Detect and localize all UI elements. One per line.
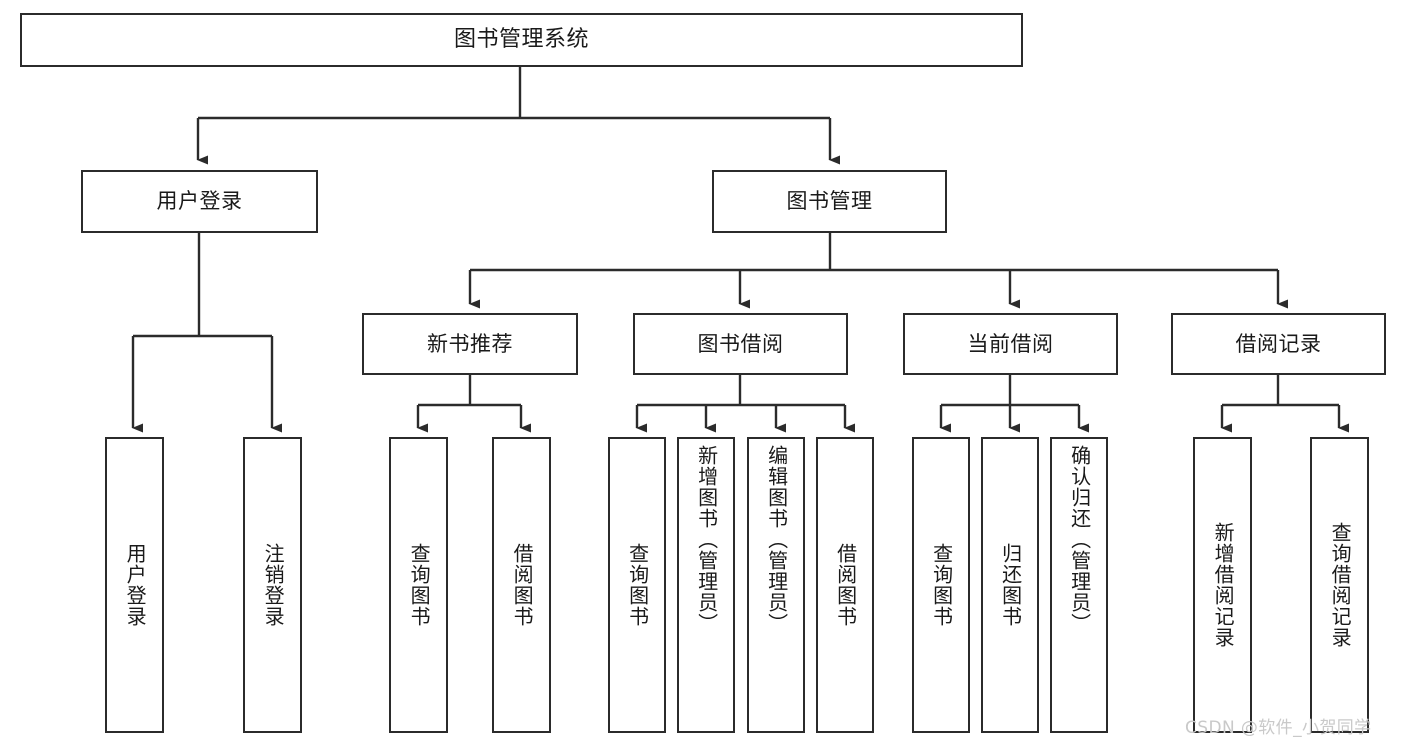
node-user-login-label: 用户登录	[156, 189, 243, 214]
node-borrow-record[interactable]: 借阅记录	[1171, 313, 1386, 375]
leaf-borrow-borrow-book-label: 借阅图书	[833, 543, 858, 627]
node-book-borrow[interactable]: 图书借阅	[633, 313, 848, 375]
leaf-record-query-record-label: 查询借阅记录	[1328, 522, 1353, 648]
leaf-user-login-signout[interactable]: 注销登录	[243, 437, 302, 733]
leaf-current-query-book-label: 查询图书	[929, 543, 954, 627]
leaf-user-login-signin-label: 用户登录	[123, 543, 148, 627]
leaf-record-add-record[interactable]: 新增借阅记录	[1193, 437, 1252, 733]
leaf-current-confirm-return[interactable]: 确认归还（管理员）	[1050, 437, 1108, 733]
node-root[interactable]: 图书管理系统	[20, 13, 1023, 67]
leaf-current-query-book[interactable]: 查询图书	[912, 437, 970, 733]
node-current-borrow[interactable]: 当前借阅	[903, 313, 1118, 375]
node-root-label: 图书管理系统	[453, 27, 589, 53]
leaf-borrow-edit-book-label: 编辑图书（管理员）	[764, 445, 789, 634]
leaf-recommend-query-book-label: 查询图书	[407, 543, 432, 627]
leaf-record-query-record[interactable]: 查询借阅记录	[1310, 437, 1369, 733]
leaf-user-login-signin[interactable]: 用户登录	[105, 437, 164, 733]
leaf-recommend-query-book[interactable]: 查询图书	[389, 437, 448, 733]
leaf-borrow-add-book[interactable]: 新增图书（管理员）	[677, 437, 735, 733]
leaf-borrow-borrow-book[interactable]: 借阅图书	[816, 437, 874, 733]
node-user-login[interactable]: 用户登录	[81, 170, 318, 233]
node-new-book-recommend-label: 新书推荐	[427, 331, 513, 356]
leaf-current-return-book-label: 归还图书	[998, 543, 1023, 627]
leaf-borrow-query-book[interactable]: 查询图书	[608, 437, 666, 733]
node-borrow-record-label: 借阅记录	[1235, 331, 1322, 356]
leaf-recommend-borrow-book[interactable]: 借阅图书	[492, 437, 551, 733]
node-new-book-recommend[interactable]: 新书推荐	[362, 313, 578, 375]
leaf-user-login-signout-label: 注销登录	[261, 543, 286, 627]
node-current-borrow-label: 当前借阅	[967, 331, 1054, 356]
leaf-borrow-add-book-label: 新增图书（管理员）	[694, 445, 719, 634]
node-book-borrow-label: 图书借阅	[697, 331, 784, 356]
leaf-borrow-query-book-label: 查询图书	[625, 543, 650, 627]
node-book-management[interactable]: 图书管理	[712, 170, 947, 233]
node-book-management-label: 图书管理	[786, 189, 873, 214]
leaf-recommend-borrow-book-label: 借阅图书	[510, 543, 535, 627]
leaf-borrow-edit-book[interactable]: 编辑图书（管理员）	[747, 437, 805, 733]
leaf-current-confirm-return-label: 确认归还（管理员）	[1067, 445, 1092, 634]
leaf-current-return-book[interactable]: 归还图书	[981, 437, 1039, 733]
leaf-record-add-record-label: 新增借阅记录	[1211, 522, 1236, 648]
